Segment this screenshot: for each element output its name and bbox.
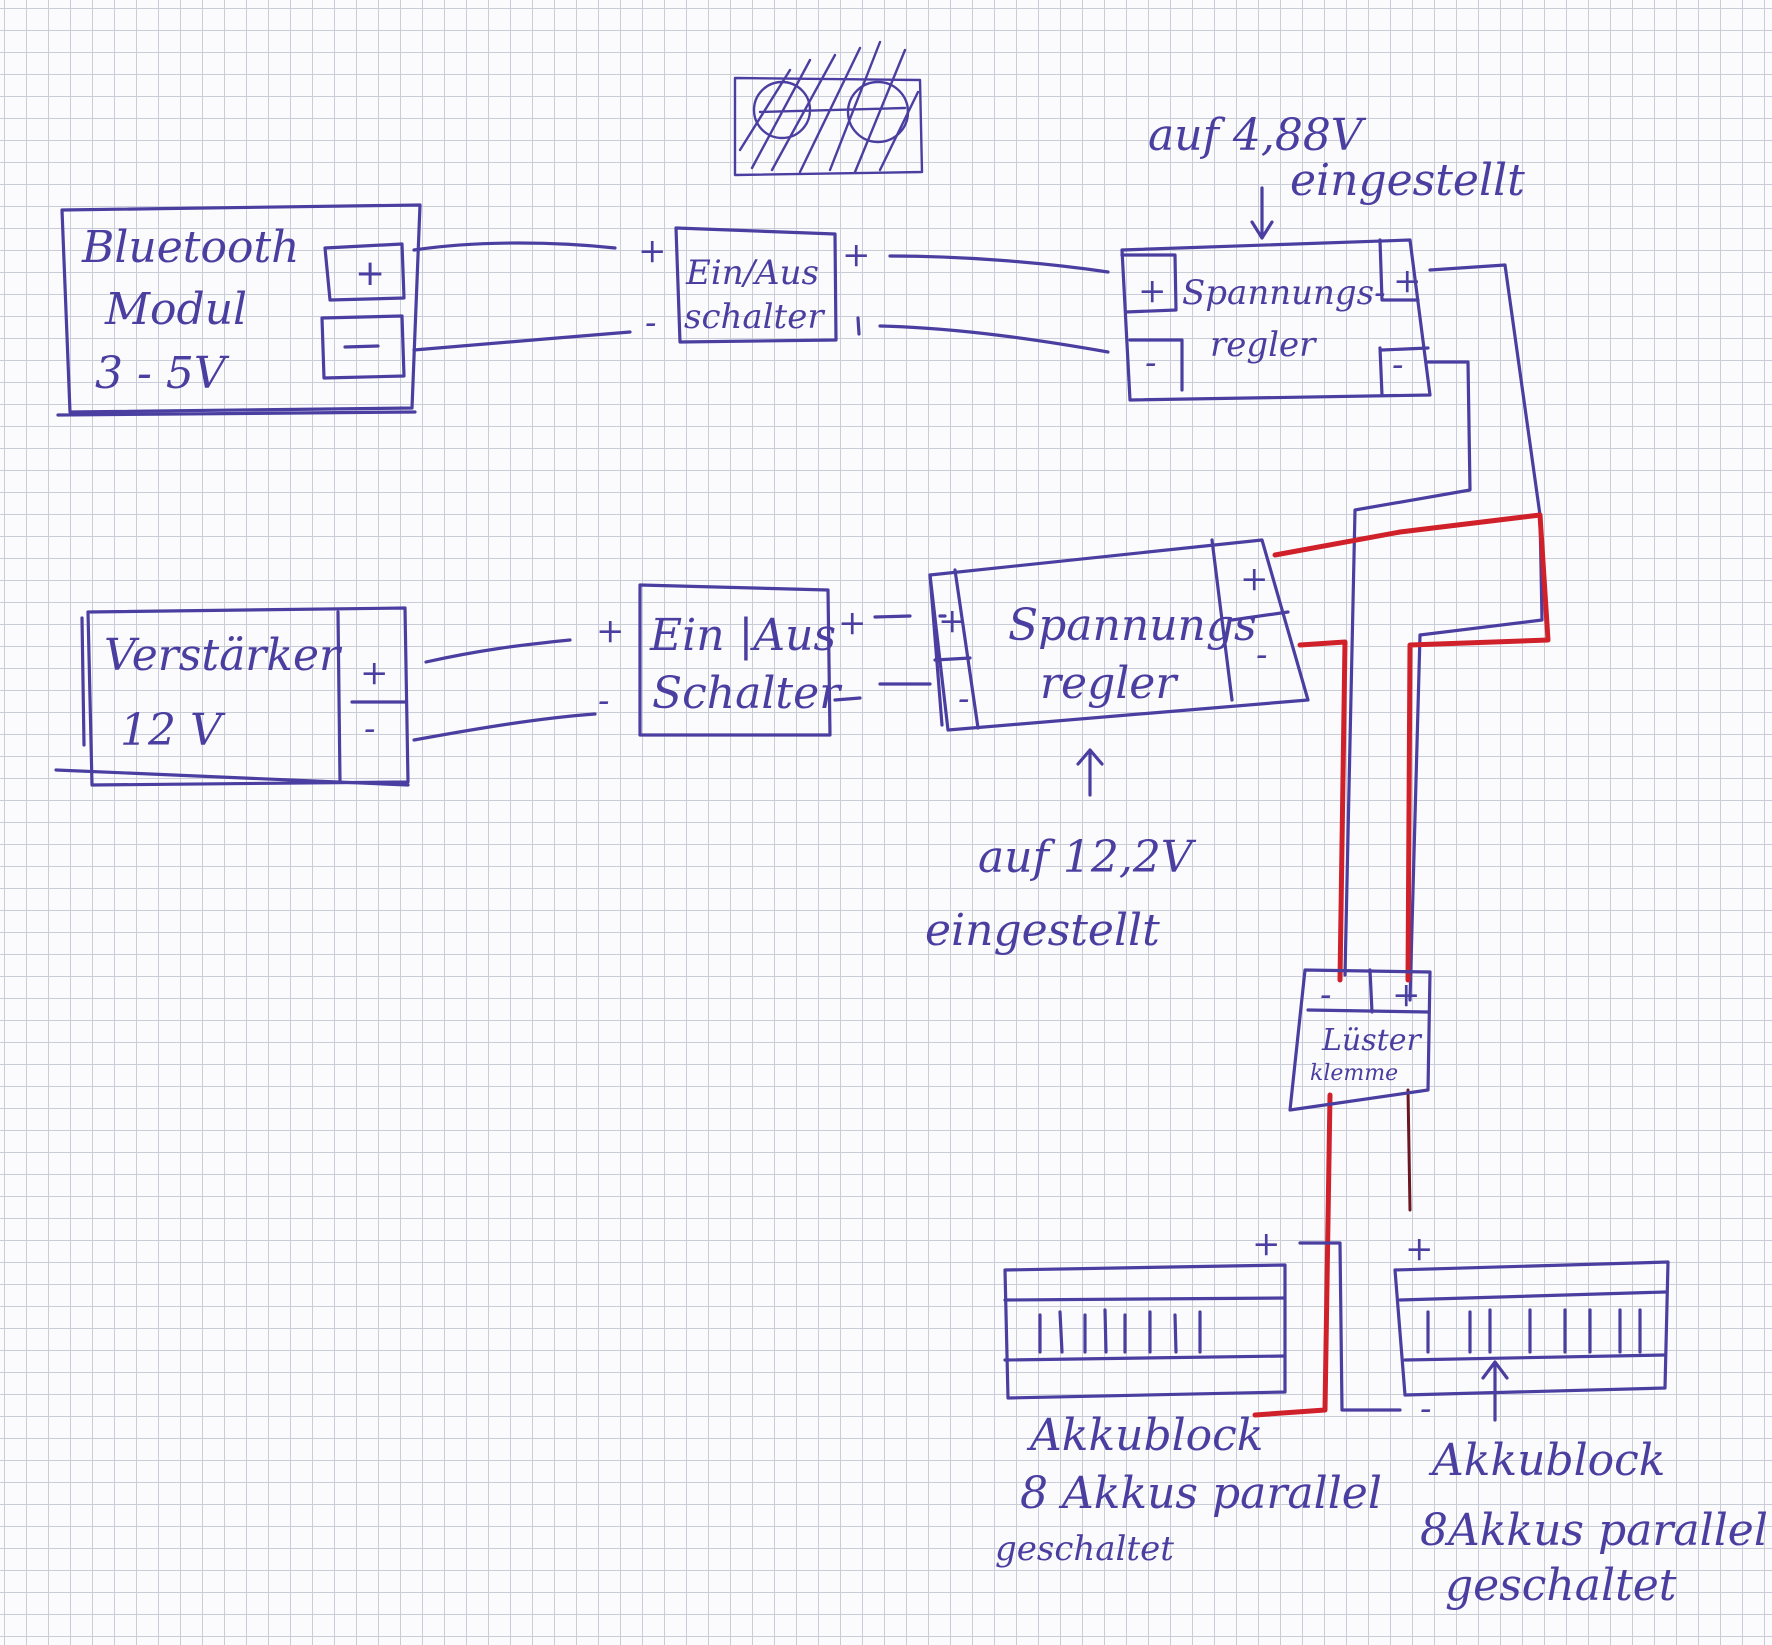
battery-right-box xyxy=(1393,1260,1670,1422)
battery-right-plus: + xyxy=(1405,1229,1434,1269)
note-top-line2: eingestellt xyxy=(1290,155,1525,206)
terminal-minus-sign: - xyxy=(1320,975,1332,1015)
terminal-block-box xyxy=(1288,968,1432,1112)
amplifier-voltage: 12 V xyxy=(120,705,226,756)
regulator-top-label: Spannungs- xyxy=(1182,273,1386,313)
switch-mid-label: Ein |Aus xyxy=(649,610,836,661)
regulator-mid-box xyxy=(928,538,1310,732)
bluetooth-plus-sign: + xyxy=(355,253,385,294)
regulator-mid-plus-in: + xyxy=(938,601,967,641)
note-mid-line1: auf 12,2V xyxy=(978,832,1197,883)
regulator-top-minus-out: - xyxy=(1392,345,1404,385)
regulator-top-plus-in: + xyxy=(1138,271,1167,311)
switch-top-box xyxy=(674,226,838,344)
switch-top-label: Ein/Aus xyxy=(685,253,819,293)
switch-top-minus-in: - xyxy=(645,303,657,343)
amplifier-label: Verstärker xyxy=(104,630,343,681)
wire-amp-minus xyxy=(412,712,597,742)
crossed-out-sketch xyxy=(733,40,924,177)
battery-left-label-2: 8 Akkus parallel xyxy=(1020,1468,1382,1519)
wire-amp-plus xyxy=(424,638,572,664)
battery-left-label: Akkublock xyxy=(1026,1410,1263,1461)
regulator-mid-label-2: regler xyxy=(1040,658,1179,709)
battery-right-minus: - xyxy=(1420,1389,1432,1429)
battery-left-plus: + xyxy=(1252,1224,1281,1264)
bluetooth-label-2: Modul xyxy=(104,284,247,335)
terminal-plus-sign: + xyxy=(1392,975,1421,1015)
terminal-label: Lüster xyxy=(1321,1023,1422,1058)
wire-red-plus xyxy=(1272,512,1551,983)
amplifier-box xyxy=(54,606,410,787)
wire-switch-reg-minus xyxy=(878,324,1110,354)
amplifier-plus-sign: + xyxy=(360,653,389,693)
wire-switch-mid-plus xyxy=(873,614,947,619)
bluetooth-module-box xyxy=(56,203,422,417)
battery-right-label: Akkublock xyxy=(1428,1435,1665,1486)
amplifier-minus-sign: - xyxy=(364,709,376,749)
switch-mid-box xyxy=(638,583,832,737)
note-top-line1: auf 4,88V xyxy=(1148,110,1367,161)
battery-right-label-2: 8Akkus parallel xyxy=(1420,1505,1768,1556)
switch-mid-minus-in: - xyxy=(598,681,610,721)
wire-reg-top-plus-out xyxy=(1408,263,1544,1002)
regulator-mid-plus-out: + xyxy=(1240,559,1269,599)
note-mid-line2: eingestellt xyxy=(925,905,1160,956)
wire-switch-mid-minus xyxy=(833,682,932,702)
switch-top-minus-out xyxy=(856,316,861,336)
regulator-top-minus-in: - xyxy=(1145,343,1157,383)
switch-mid-label-2: Schalter xyxy=(652,668,843,719)
switch-mid-plus-in: + xyxy=(596,611,625,651)
regulator-top-plus-out: + xyxy=(1393,261,1422,301)
bluetooth-label: Bluetooth xyxy=(81,222,299,273)
terminal-label-2: klemme xyxy=(1310,1061,1398,1086)
arrow-down-icon xyxy=(1250,186,1274,240)
bluetooth-minus-sign xyxy=(343,344,380,349)
regulator-top-label-2: regler xyxy=(1210,325,1317,365)
switch-top-plus-in: + xyxy=(638,231,667,271)
battery-right-label-3: geschaltet xyxy=(1445,1560,1677,1611)
wire-bt-minus xyxy=(412,330,632,352)
switch-mid-plus-out: + xyxy=(838,603,867,643)
battery-left-label-3: geschaltet xyxy=(995,1529,1174,1569)
wire-dark-battery-right xyxy=(1406,1088,1412,1212)
switch-top-label-2: schalter xyxy=(684,297,825,337)
wire-red-battery-left xyxy=(1252,1092,1333,1418)
wire-reg-top-minus-out xyxy=(1343,360,1472,977)
regulator-mid-label: Spannungs xyxy=(1008,600,1257,651)
arrow-up-icon xyxy=(1076,748,1104,797)
wire-red-minus xyxy=(1297,639,1348,983)
bluetooth-voltage: 3 - 5V xyxy=(95,348,230,399)
regulator-mid-minus-in: - xyxy=(958,679,970,719)
wire-switch-reg-plus xyxy=(888,254,1110,274)
wire-bt-plus xyxy=(412,241,617,252)
regulator-top-box xyxy=(1120,238,1432,402)
battery-left-box xyxy=(1003,1241,1402,1412)
regulator-mid-minus-out: - xyxy=(1256,635,1268,675)
switch-top-plus-out: + xyxy=(842,235,871,275)
